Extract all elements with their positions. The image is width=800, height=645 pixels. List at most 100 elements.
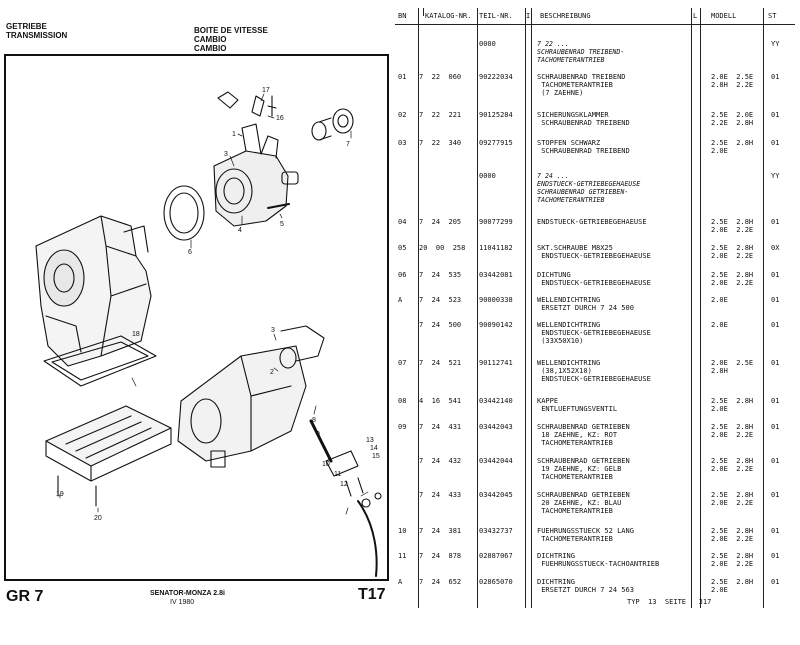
row-st: YY (771, 172, 780, 180)
row-teil: 90000338 (479, 296, 513, 304)
row-teil: 90125284 (479, 111, 513, 119)
row-description: WELLENDICHTRING ENDSTUECK-GETRIEBEGEHAEU… (537, 321, 651, 345)
row-teil: 90090142 (479, 321, 513, 329)
column-divider (418, 8, 419, 608)
row-st: 01 (771, 527, 780, 535)
oil-pan-gasket-drawing (43, 335, 157, 387)
callout-label: 19 (56, 491, 64, 498)
callout-label: 15 (372, 453, 380, 460)
col-modell: MODELL (711, 12, 737, 20)
callout-label: 2 (270, 369, 274, 376)
column-divider (477, 8, 478, 608)
row-teil: 03442140 (479, 397, 513, 405)
row-st: 01 (771, 271, 780, 279)
row-modell: 2.5E 2.8H 2.0E (711, 139, 754, 155)
callout-label: 18 (132, 331, 140, 338)
row-description: DICHTUNG ENDSTUECK-GETRIEBEGEHAEUSE (537, 271, 651, 287)
row-st: 0X (771, 244, 780, 252)
row-bn: 11 (398, 552, 407, 560)
parts-table: BN KATALOG-NR. TEIL-NR. I BESCHREIBUNG L… (395, 0, 800, 645)
row-modell: 2.5E 2.8H 2.0E 2.2E (711, 491, 754, 507)
header-rule (395, 24, 795, 25)
row-katalog: 7 22 340 (419, 139, 462, 147)
row-st: 01 (771, 359, 780, 367)
column-divider (691, 8, 692, 608)
row-bn: 09 (398, 423, 407, 431)
column-divider (763, 8, 764, 608)
row-description: SCHRAUBENRAD GETRIEBEN 19 ZAEHNE, KZ: GE… (537, 457, 630, 481)
col-beschreibung: BESCHREIBUNG (540, 12, 591, 20)
row-modell: 2.5E 2.8H 2.0E 2.2E (711, 244, 754, 260)
row-description: WELLENDICHTRING ERSETZT DURCH 7 24 500 (537, 296, 634, 312)
row-modell: 2.0E (711, 296, 728, 304)
row-teil: 03442044 (479, 457, 513, 465)
row-bn: 05 (398, 244, 407, 252)
row-description: SCHRAUBENRAD GETRIEBEN 18 ZAEHNE, KZ: RO… (537, 423, 630, 447)
row-teil: 03442043 (479, 423, 513, 431)
row-modell: 2.5E 2.8H 2.0E 2.2E (711, 527, 754, 543)
row-modell: 2.0E 2.5E 2.8H 2.2E (711, 73, 754, 89)
header-right-line: CAMBIO (194, 44, 227, 53)
row-teil: 90112741 (479, 359, 513, 367)
row-st: 01 (771, 423, 780, 431)
callout-labels: 17 16 7 1 3 4 5 6 18 3 2 8 9 13 14 15 10… (56, 87, 380, 522)
leader-lines (59, 93, 369, 515)
transmission-housing-drawing (35, 215, 152, 367)
row-description: 7 22 ... SCHRAUBENRAD TREIBEND- TACHOMET… (537, 40, 625, 64)
row-teil: 11041182 (479, 244, 513, 252)
row-bn: 06 (398, 271, 407, 279)
row-st: YY (771, 40, 780, 48)
callout-label: 13 (366, 437, 374, 444)
row-katalog: 7 24 432 (419, 457, 462, 465)
row-st: 01 (771, 218, 780, 226)
gasket-drawing (163, 185, 205, 241)
row-modell: 2.0E 2.5E 2.8H (711, 359, 754, 375)
callout-label: 20 (94, 515, 102, 522)
row-teil: 90222034 (479, 73, 513, 81)
row-st: 01 (771, 578, 780, 586)
speedometer-drive-drawing (309, 419, 382, 577)
row-katalog: 4 16 541 (419, 397, 462, 405)
assembled-housing-drawing (177, 325, 325, 468)
row-description: STOPFEN SCHWARZ SCHRAUBENRAD TREIBEND (537, 139, 630, 155)
header-left-line: TRANSMISSION (6, 31, 68, 40)
row-teil: 03432737 (479, 527, 513, 535)
header-right-line: CAMBIO (194, 35, 227, 44)
row-modell: 2.5E 2.8H 2.0E 2.2E (711, 271, 754, 287)
row-bn: A (398, 296, 403, 304)
row-description: KAPPE ENTLUEFTUNGSVENTIL (537, 397, 618, 413)
callout-label: 16 (276, 115, 284, 122)
page-note: TYP 13 SEITE 317 (627, 598, 712, 606)
bolt-drawing (267, 203, 290, 209)
row-modell: 2.5E 2.8H 2.0E 2.2E (711, 218, 754, 234)
column-divider (700, 8, 701, 608)
row-teil: 09277915 (479, 139, 513, 147)
row-bn: 04 (398, 218, 407, 226)
row-st: 01 (771, 397, 780, 405)
row-st: 01 (771, 296, 780, 304)
callout-label: 8 (312, 417, 316, 424)
row-bn: 02 (398, 111, 407, 119)
row-description: SCHRAUBENRAD TREIBEND TACHOMETERANTRIEB … (537, 73, 626, 97)
row-bn: 10 (398, 527, 407, 535)
row-katalog: 7 24 523 (419, 296, 462, 304)
callout-label: 1 (232, 131, 236, 138)
row-katalog: 7 24 521 (419, 359, 462, 367)
shaft-seal-drawing (311, 108, 354, 141)
row-katalog: 7 24 878 (419, 552, 462, 560)
diagram-frame (4, 54, 389, 581)
row-modell: 2.5E 2.0E 2.2E 2.8H (711, 111, 754, 127)
diagram-page: GETRIEBE TRANSMISSION BOITE DE VITESSE C… (0, 0, 395, 645)
callout-label: 14 (370, 445, 378, 452)
col-teil: TEIL-NR. (479, 12, 513, 20)
callout-label: 6 (188, 249, 192, 256)
callout-label: 5 (280, 221, 284, 228)
header-right: BOITE DE VITESSE CAMBIO CAMBIO (194, 26, 268, 53)
row-bn: 01 (398, 73, 407, 81)
row-teil: 02887067 (479, 552, 513, 560)
row-katalog: 7 22 221 (419, 111, 462, 119)
row-modell: 2.5E 2.8H 2.0E 2.2E (711, 423, 754, 439)
row-description: SCHRAUBENRAD GETRIEBEN 20 ZAEHNE, KZ: BL… (537, 491, 630, 515)
row-modell: 2.5E 2.8H 2.0E (711, 578, 754, 594)
row-description: DICHTRING FUEHRUNGSSTUECK-TACHOANTRIEB (537, 552, 660, 568)
